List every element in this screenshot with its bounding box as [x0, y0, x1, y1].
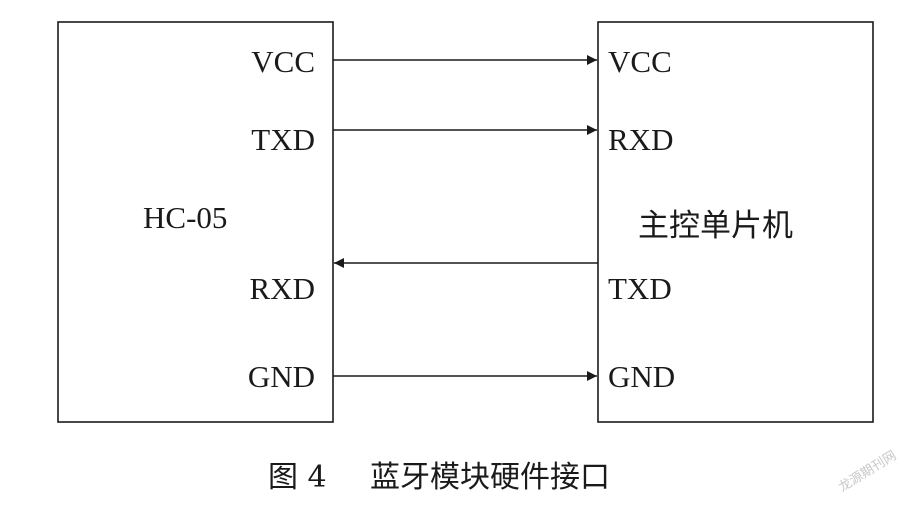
mcu-pin-txd: TXD [608, 271, 672, 306]
hc05-pin-rxd: RXD [250, 271, 315, 306]
watermark-text: 龙源期刊网 [836, 448, 899, 495]
mcu-pin-vcc: VCC [608, 44, 672, 79]
hc05-pin-vcc: VCC [251, 44, 315, 79]
mcu-module-name: 主控单片机 [638, 208, 793, 243]
hc05-pin-gnd: GND [248, 359, 315, 394]
figure-number: 图 4 [268, 460, 327, 495]
hc05-module-box [57, 21, 334, 423]
figure-title: 蓝牙模块硬件接口 [370, 460, 610, 495]
hc05-module-name: HC-05 [143, 200, 227, 235]
mcu-pin-rxd: RXD [608, 122, 673, 157]
mcu-pin-gnd: GND [608, 359, 675, 394]
hc05-pin-txd: TXD [251, 122, 315, 157]
mcu-module-box [597, 21, 874, 423]
